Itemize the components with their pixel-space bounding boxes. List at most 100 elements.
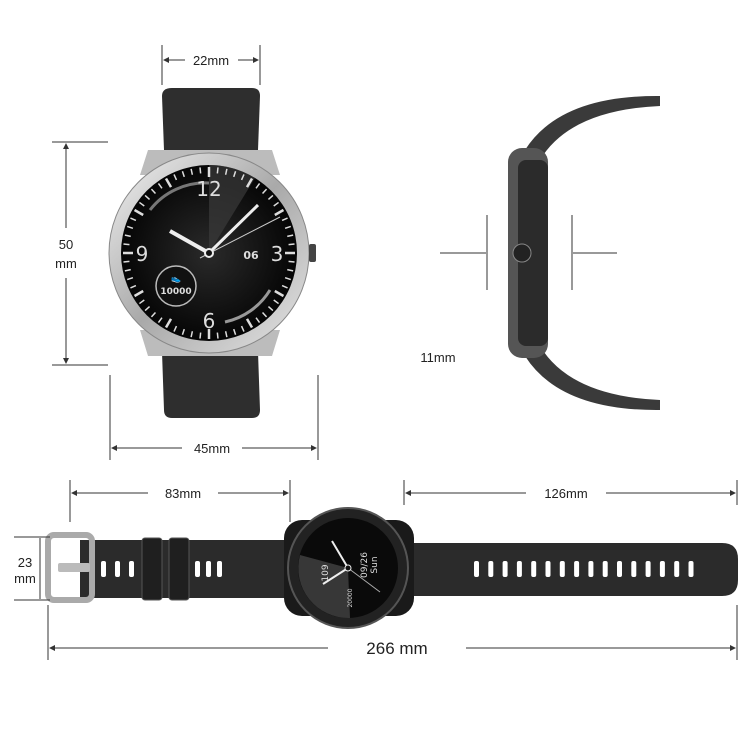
long-strap-label: 126mm (544, 486, 587, 501)
tick-mark (190, 168, 194, 175)
strap-hole (574, 561, 580, 577)
strap-hole (559, 561, 565, 577)
tick-mark (224, 331, 228, 338)
strap-loop (168, 537, 190, 601)
tick-mark (261, 188, 268, 195)
crown (309, 244, 316, 262)
tick-mark (255, 317, 261, 324)
strap-hole (531, 561, 537, 577)
strap-holes-long (474, 561, 694, 577)
strap-hole (545, 561, 551, 577)
hour-3: 3 (271, 242, 284, 266)
strap-hole (588, 561, 594, 577)
tick-mark (199, 167, 202, 174)
strap-hole (645, 561, 651, 577)
tick-mark (124, 268, 131, 272)
tick-mark (181, 170, 185, 178)
dim-case-width: 45mm (109, 375, 319, 460)
tick-mark (261, 311, 268, 318)
strap-hole (474, 561, 479, 577)
thickness-label: 11mm (420, 350, 455, 365)
short-strap-label: 83mm (165, 486, 201, 501)
minute-ticks (123, 167, 295, 339)
flat-face-steps: 20000 (347, 588, 354, 607)
tick-mark (233, 328, 237, 336)
front-watch: 12 3 6 9 06 👟 10000 (108, 88, 316, 418)
tick-mark (123, 243, 130, 246)
strap-loop (141, 537, 163, 601)
tick-mark (284, 225, 292, 229)
tick-mark (126, 277, 134, 281)
flat-face-day: Sun (370, 556, 380, 573)
strap-hole (602, 561, 608, 577)
dim-thickness: 11mm (420, 215, 617, 365)
strap-hole (516, 561, 522, 577)
tick-mark (224, 168, 228, 175)
date-display: 06 (243, 249, 259, 262)
steps-complication (155, 265, 197, 307)
strap-hole (115, 561, 120, 577)
tick-mark (157, 317, 163, 324)
shoe-icon: 👟 (171, 274, 181, 283)
strap-hole (129, 561, 134, 577)
minute-hand (207, 203, 260, 255)
tick-mark (124, 234, 131, 238)
strap-holes-short (101, 561, 222, 577)
tick-mark (133, 208, 144, 217)
tick-mark (138, 201, 145, 207)
tick-mark (281, 284, 288, 289)
tick-mark (255, 182, 261, 189)
tick-mark (144, 305, 151, 312)
strap-hole (217, 561, 222, 577)
strap-width-unit: mm (14, 571, 36, 586)
short-strap (80, 540, 305, 598)
side-button (512, 243, 532, 263)
tick-mark (181, 328, 185, 336)
dim-total-length: 266 mm (47, 605, 738, 660)
tick-mark (273, 201, 280, 207)
flat-face-value: 109 (321, 564, 331, 581)
strap-hole (631, 561, 637, 577)
tick-mark (150, 311, 157, 318)
tick-mark (281, 217, 288, 222)
band-width-label: 22mm (193, 53, 229, 68)
strap-hole (101, 561, 106, 577)
hour-hand (169, 229, 210, 255)
case-height-unit: mm (55, 256, 77, 271)
tick-mark (138, 299, 145, 305)
tick-mark (130, 217, 137, 222)
strap-hole (659, 561, 665, 577)
tick-mark (240, 325, 245, 332)
tick-mark (173, 174, 178, 181)
tick-mark (287, 234, 294, 238)
tick-mark (288, 243, 295, 246)
case-height-value: 50 (59, 237, 73, 252)
tick-mark (216, 167, 219, 174)
case-width-label: 45mm (194, 441, 230, 456)
strap-hole (502, 561, 508, 577)
strap-hole (206, 561, 211, 577)
flat-watch: 109 20000 09/26 Sun (45, 507, 738, 629)
tick-mark (240, 174, 245, 181)
tick-mark (216, 332, 219, 339)
dim-long-strap: 126mm (403, 480, 738, 505)
hour-9: 9 (136, 242, 149, 266)
tick-mark (284, 277, 292, 281)
tick-mark (267, 305, 274, 312)
dim-short-strap: 83mm (69, 480, 291, 522)
tick-mark (274, 289, 285, 298)
hour-6: 6 (203, 309, 216, 333)
tick-mark (190, 331, 194, 338)
flat-face-date: 09/26 (360, 552, 370, 578)
dim-case-height: 50 mm (52, 141, 108, 366)
tick-mark (130, 284, 137, 289)
strap-hole (617, 561, 622, 577)
tick-mark (164, 318, 173, 329)
long-strap (395, 543, 738, 596)
steps-value: 10000 (160, 287, 191, 297)
tick-mark (144, 194, 151, 201)
tick-mark (288, 260, 295, 263)
tick-mark (199, 332, 202, 339)
